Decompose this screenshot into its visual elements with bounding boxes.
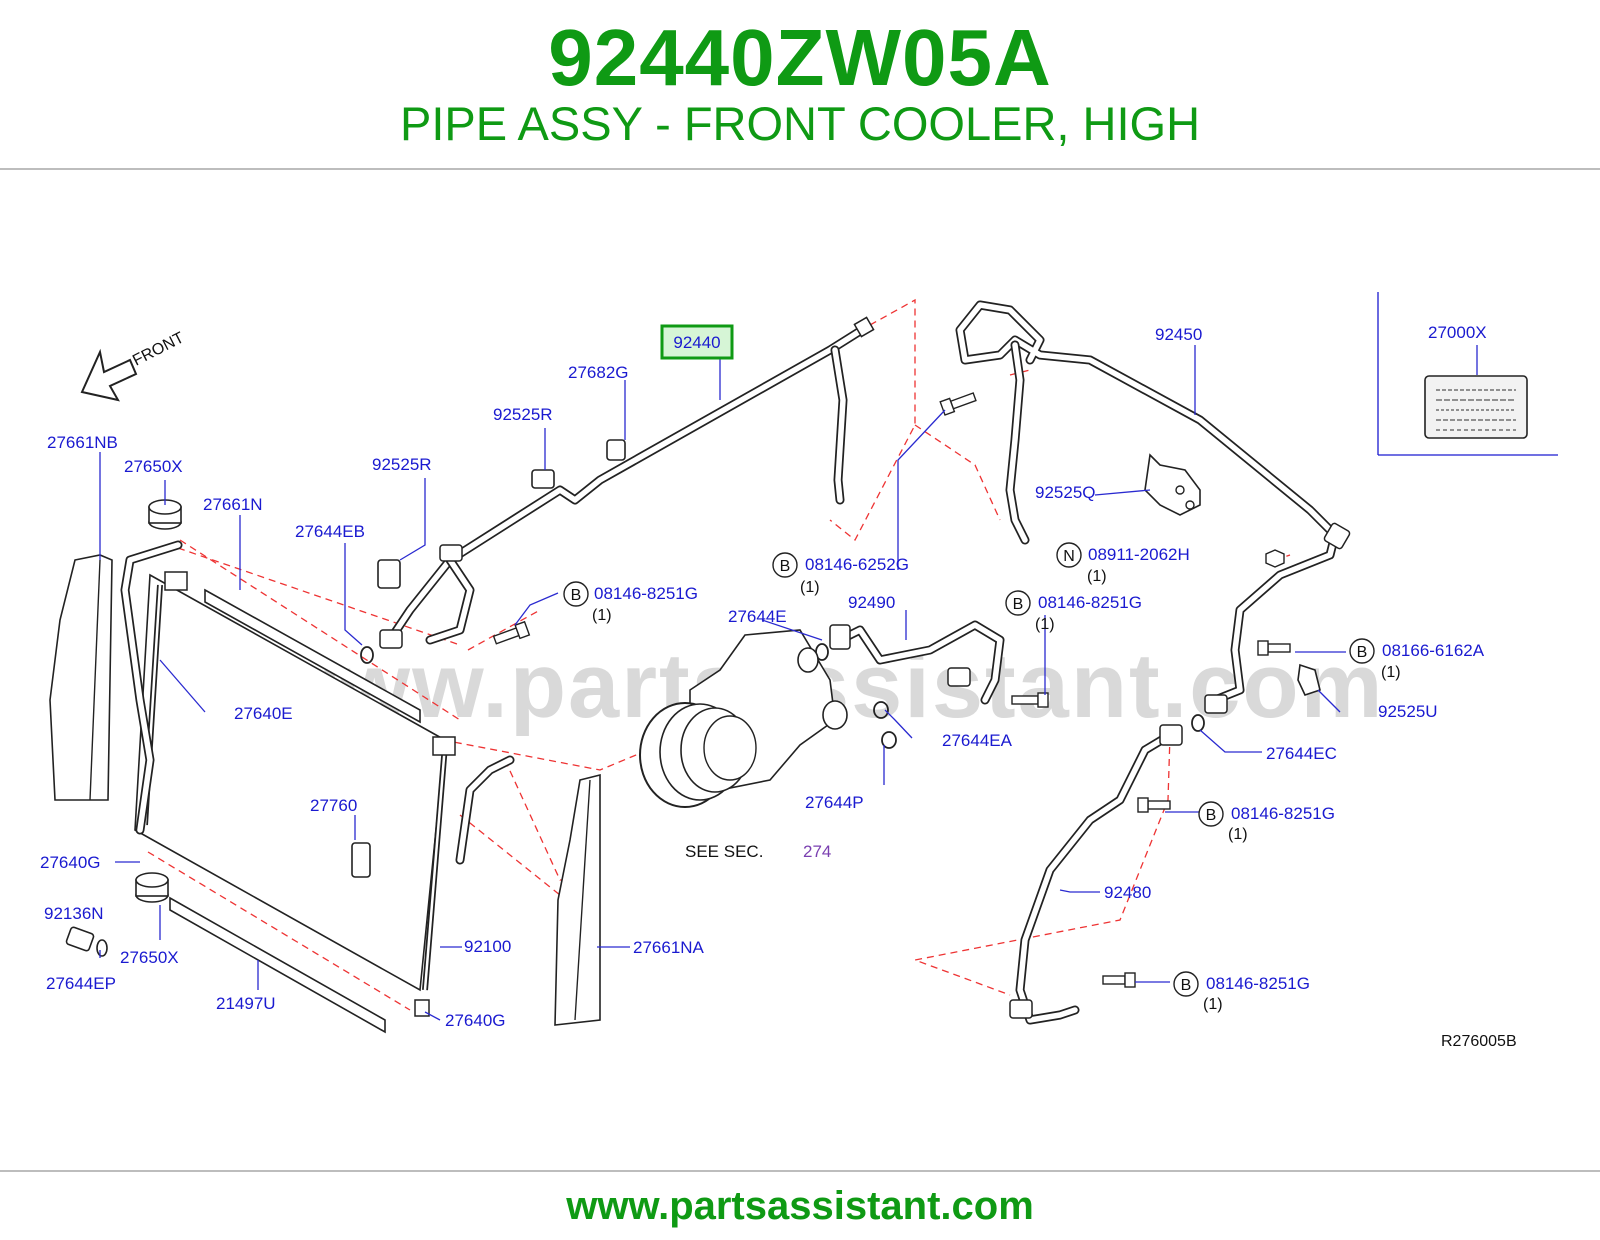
svg-text:B: B [780,558,791,575]
cap-27650x-top [148,499,182,530]
callout-27661nb[interactable]: 27661NB [47,433,118,452]
callout-27640g-a[interactable]: 27640G [40,853,101,872]
callout-27000x[interactable]: 27000X [1428,323,1487,342]
page-header: 92440ZW05A PIPE ASSY - FRONT COOLER, HIG… [0,0,1600,170]
clip-27682g [606,439,626,461]
front-label: FRONT [130,329,187,369]
part-number-title: 92440ZW05A [548,13,1052,102]
callout-27644ep[interactable]: 27644EP [46,974,116,993]
see-sec-label: SEE SEC. [685,842,763,861]
callout-92525r-a[interactable]: 92525R [493,405,553,424]
callout-08911-2062h[interactable]: 08911-2062H [1088,545,1190,564]
qty-2: (1) [800,579,820,596]
badge-b-4: B [1005,590,1031,616]
callout-92525r-b[interactable]: 92525R [372,455,432,474]
badge-b-7: B [1173,971,1199,997]
qty-4: (1) [1035,616,1055,633]
badge-b-5: B [1349,638,1375,664]
clip-92525r-b [377,559,401,589]
svg-text:N: N [1063,548,1075,565]
badge-b-2: B [772,552,798,578]
callout-27644eb[interactable]: 27644EB [295,522,365,541]
clip-92525u [1297,663,1321,696]
front-arrow-icon [80,348,138,402]
see-sec-ref-link[interactable]: 274 [803,842,831,861]
callout-21497u[interactable]: 21497U [216,994,276,1013]
callout-08146-6252g[interactable]: 08146-6252G [805,555,909,574]
svg-text:B: B [1181,977,1192,994]
callout-27640g-b[interactable]: 27640G [445,1011,506,1030]
callout-27650x-a[interactable]: 27650X [124,457,183,476]
qty-6: (1) [1228,826,1248,843]
callout-27682g[interactable]: 27682G [568,363,629,382]
o-rings [360,643,1205,749]
condenser-side-pipe [120,540,515,865]
label-box-27000x [1377,292,1558,456]
callout-08146-8251g-b[interactable]: 08146-8251G [1038,593,1142,612]
callout-92525q[interactable]: 92525Q [1035,483,1096,502]
bracket-92525q [1144,453,1201,516]
bolts [492,392,1291,988]
callout-92440[interactable]: 92440 [673,333,720,352]
callout-27661n[interactable]: 27661N [203,495,263,514]
svg-text:B: B [1206,807,1217,824]
callout-27644p[interactable]: 27644P [805,793,864,812]
callout-27644ec[interactable]: 27644EC [1266,744,1337,763]
footer-url[interactable]: www.partsassistant.com [566,1184,1034,1228]
header-divider [0,168,1600,170]
callout-92480[interactable]: 92480 [1104,883,1151,902]
compressor [639,629,848,808]
badge-b-1: B [563,581,589,607]
callout-08146-8251g-c[interactable]: 08146-8251G [1231,804,1335,823]
part-description: PIPE ASSY - FRONT COOLER, HIGH [399,97,1201,150]
air-guide-27661nb [49,554,113,801]
hose-92480 [1009,724,1183,1025]
callout-92525u[interactable]: 92525U [1378,702,1438,721]
highlight-box-92440[interactable] [660,324,734,360]
hose-92490 [829,620,1005,705]
callout-27644ea[interactable]: 27644EA [942,731,1013,750]
callout-92450[interactable]: 92450 [1155,325,1202,344]
footer-divider [0,1170,1600,1172]
qty-1: (1) [592,607,612,624]
callout-08146-8251g-d[interactable]: 08146-8251G [1206,974,1310,993]
callout-92100[interactable]: 92100 [464,937,511,956]
clip-92525r-a [531,469,555,489]
callout-92490[interactable]: 92490 [848,593,895,612]
callout-27661na[interactable]: 27661NA [633,938,705,957]
callout-27760[interactable]: 27760 [310,796,357,815]
air-guide-27661na [554,773,601,1026]
condenser [134,571,456,1017]
badge-n-3: N [1056,542,1082,568]
seal-27661n [204,588,421,724]
callout-92136n[interactable]: 92136N [44,904,104,923]
seal-21497u [169,896,386,1034]
badge-b-6: B [1198,801,1224,827]
callout-08146-8251g-a[interactable]: 08146-8251G [594,584,698,603]
svg-text:B: B [1013,596,1024,613]
bracket-27760 [351,842,371,878]
pipe-92450 [955,300,1351,714]
qty-7: (1) [1203,996,1223,1013]
callout-27650x-b[interactable]: 27650X [120,948,179,967]
pipe-92440 [379,316,875,649]
qty-5: (1) [1381,664,1401,681]
svg-text:B: B [571,587,582,604]
callout-08166-6162a[interactable]: 08166-6162A [1382,641,1485,660]
leader-lines [99,345,1478,1021]
callout-27644e[interactable]: 27644E [728,607,787,626]
diagram-ref-code: R276005B [1441,1033,1517,1050]
svg-text:B: B [1357,644,1368,661]
pressure-switch-92136n [65,926,108,957]
qty-3: (1) [1087,568,1107,585]
cap-27650x-bottom [135,872,169,903]
callout-27640e[interactable]: 27640E [234,704,293,723]
